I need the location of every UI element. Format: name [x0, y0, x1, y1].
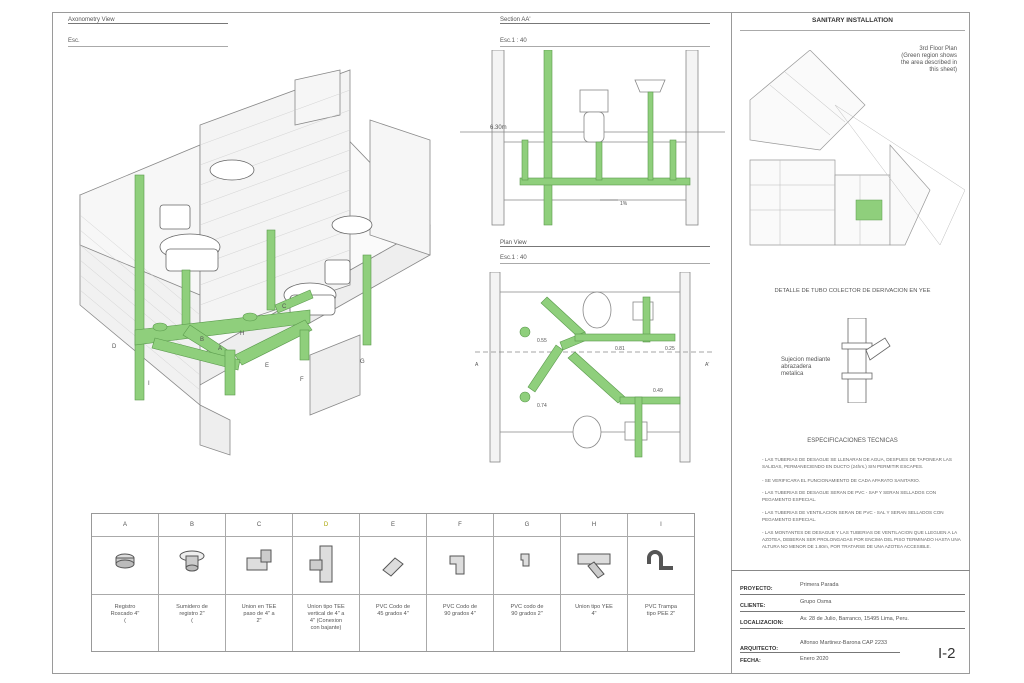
- svg-text:D: D: [112, 344, 117, 350]
- cleanout-plug-icon: [115, 553, 135, 569]
- fittings-legend: A Registro Roscado 4" ( B Sumidero de re…: [91, 513, 695, 652]
- tb-row-date: FECHA: Enero 2020: [740, 656, 829, 664]
- elbow-45-icon: [382, 557, 404, 577]
- svg-text:H: H: [240, 331, 244, 337]
- axonometry-title: Axonometry View: [68, 17, 228, 24]
- svg-text:A: A: [218, 346, 222, 352]
- info-panel: [731, 12, 971, 674]
- spec-item: - LAS MONTANTES DE DESAGUE Y LAS TUBERIA…: [762, 530, 961, 549]
- tb-row-client: CLIENTE: Grupo Osma: [740, 597, 965, 612]
- specs-title: ESPECIFICACIONES TECNICAS: [807, 438, 898, 444]
- svg-text:G: G: [360, 359, 365, 365]
- detail-title: DETALLE DE TUBO COLECTOR DE DERIVACION E…: [774, 288, 931, 294]
- legend-item-c: C Union en TEE paso de 4" a 2": [226, 514, 293, 651]
- plan-dim-5: 0.74: [537, 403, 547, 409]
- floor-drain-icon: [179, 550, 205, 572]
- legend-item-e: E PVC Codo de 45 grados 4": [360, 514, 427, 651]
- svg-text:E: E: [265, 363, 269, 369]
- legend-item-a: A Registro Roscado 4" (: [92, 514, 159, 651]
- section-stack-pipe: [543, 50, 553, 226]
- section-drawing: 6.30m 1%: [460, 50, 725, 226]
- floor-plan-drawing: [749, 50, 965, 246]
- plan-dim-2: 0.81: [615, 346, 625, 352]
- section-title: Section AA': [500, 17, 710, 24]
- sink-icon-2: [331, 215, 373, 235]
- tee-fitting-icon: [246, 549, 272, 571]
- spec-item: - LAS TUBERIAS DE DESAGUE SE LLENARAN DE…: [762, 457, 952, 469]
- toilet-tank-icon: [159, 204, 191, 230]
- svg-text:F: F: [300, 377, 304, 383]
- sink-icon: [209, 159, 255, 181]
- axonometry-drawing: D I A H E F G C B: [79, 69, 431, 456]
- elbow-90-icon: [449, 555, 465, 575]
- tb-row-architect: ARQUITECTO: Alfonso Martinez-Barona CAP …: [740, 638, 900, 653]
- small-elbow-icon: [520, 553, 530, 567]
- level-label: 6.30m: [490, 125, 507, 131]
- plan-dim-4: 0.49: [653, 388, 663, 394]
- spec-item: - LAS TUBERIAS DE DESAGUE SERAN DE PVC -…: [762, 490, 937, 502]
- section-mark-a: A: [475, 362, 479, 368]
- yee-detail-drawing: [841, 318, 891, 403]
- svg-text:C: C: [282, 304, 287, 310]
- highlighted-area: [855, 199, 883, 221]
- plan-title: Plan View: [500, 240, 710, 247]
- axonometry-scale: Esc.: [68, 38, 80, 44]
- plan-drawing: 0.55 0.81 0.25 0.49 0.74 A A': [475, 272, 715, 463]
- legend-item-d: D Union tipo TEE vertical de 4" a 4" (Co…: [293, 514, 360, 651]
- panel-title: SANITARY INSTALLATION: [812, 17, 893, 24]
- legend-item-i: I PVC Trampa tipo PEE 2": [628, 514, 694, 651]
- vertical-tee-icon: [309, 545, 333, 583]
- tb-row-location: LOCALIZACION: Av. 28 de Julio, Barranco,…: [740, 614, 965, 629]
- spec-item: - LAS TUBERIAS DE VENTILACION SERAN DE P…: [762, 510, 944, 522]
- svg-text:B: B: [200, 337, 204, 343]
- plan-scale: Esc.1 : 40: [500, 255, 527, 261]
- plan-dim-3: 0.25: [665, 346, 675, 352]
- spec-item: - SE VERIFICARA EL FUNCIONAMIENTO DE CAD…: [762, 478, 920, 483]
- vertical-stack-pipe: [134, 174, 145, 401]
- section-scale: Esc.1 : 40: [500, 38, 527, 44]
- svg-text:I: I: [148, 381, 150, 387]
- floor-plan-note: 3rd Floor Plan (Green region shows the a…: [900, 46, 957, 73]
- drawing-sheet: [52, 12, 970, 674]
- legend-item-h: H Union tipo YEE 4": [561, 514, 628, 651]
- sheet-number: I-2: [938, 645, 956, 662]
- tb-row-project: PROYECTO: Primera Parada: [740, 580, 965, 595]
- legend-item-b: B Sumidero de registro 2" (: [159, 514, 226, 651]
- plan-dim-1: 0.55: [537, 338, 547, 344]
- section-mark-a-prime: A': [705, 362, 709, 368]
- legend-item-f: F PVC Codo de 90 grados 4": [427, 514, 494, 651]
- slope-label: 1%: [620, 201, 628, 207]
- p-trap-icon: [647, 550, 673, 570]
- legend-item-g: G PVC codo de 90 grados 2": [494, 514, 561, 651]
- detail-note: Sujecion mediante abrazadera metalica: [781, 357, 831, 377]
- wye-fitting-icon: [577, 553, 611, 579]
